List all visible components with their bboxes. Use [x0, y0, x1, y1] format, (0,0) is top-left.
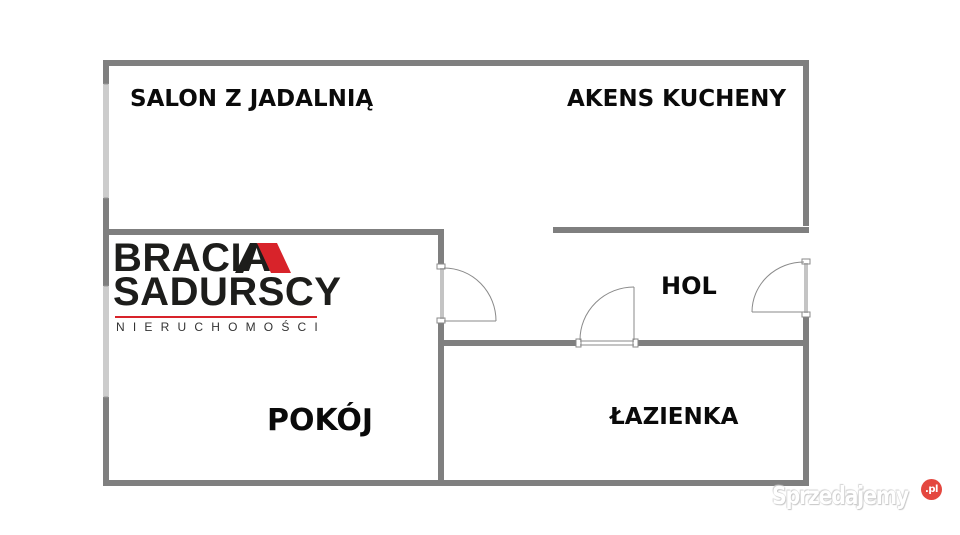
room-label-salon: SALON Z JADALNIĄ [130, 86, 374, 112]
logo-divider [115, 316, 317, 318]
wall-pokoj-right-top [438, 229, 444, 266]
wall-pokoj-right-bottom [438, 322, 444, 486]
logo-line-sadurscy: SADURSCY [113, 270, 342, 314]
wall-hol-lazienka-left [441, 340, 578, 346]
outer-wall-right [803, 60, 809, 226]
wall-aneks-hol [553, 227, 809, 233]
room-label-hol: HOL [661, 272, 717, 300]
outer-wall-top [103, 60, 809, 66]
room-label-aneks: AKENS KUCHENY [567, 86, 786, 112]
company-logo: BRACIA SADURSCY NIERUCHOMOŚCI [113, 238, 341, 334]
logo-red-slash-icon [235, 243, 291, 273]
logo-subtitle: NIERUCHOMOŚCI [116, 320, 326, 334]
outer-wall-left-1 [103, 60, 109, 84]
wall-salon-pokoj [103, 229, 444, 235]
watermark-text: Sprzedajemy [772, 481, 909, 510]
door-pokoj [436, 263, 497, 324]
door-lazienka [575, 286, 639, 348]
doors [436, 258, 811, 348]
watermark-badge: .pl [921, 479, 942, 500]
door-entrance [751, 258, 811, 318]
wall-hol-lazienka-right [636, 340, 809, 346]
outer-wall-bottom [103, 480, 809, 486]
outer-wall-left-2 [103, 198, 109, 286]
outer-wall-left-3 [103, 397, 109, 486]
walls [103, 60, 809, 486]
room-label-lazienka: ŁAZIENKA [610, 404, 739, 430]
windows [103, 83, 109, 398]
outer-wall-right-lower [803, 314, 809, 485]
room-label-pokoj: POKÓJ [267, 403, 374, 438]
